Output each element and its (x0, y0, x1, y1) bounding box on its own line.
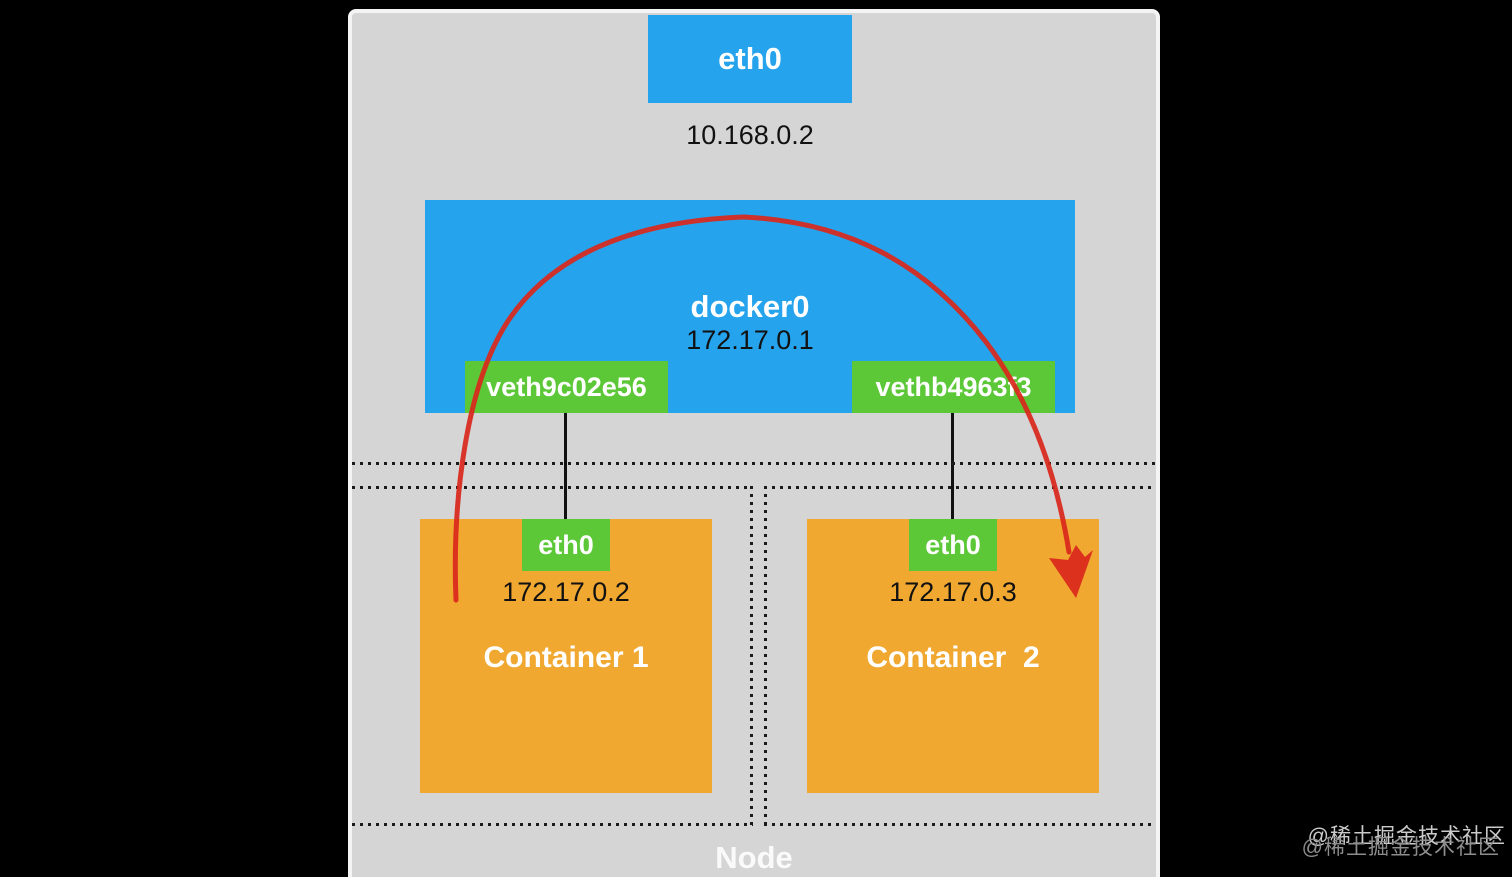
container1-namespace-right-border (750, 486, 753, 826)
container1-namespace-top-border (352, 486, 753, 489)
container-2-ip: 172.17.0.3 (889, 577, 1017, 607)
container1-namespace-bottom-border (352, 823, 753, 826)
container-1-eth0-box: eth0 (522, 519, 610, 571)
veth-connector-line-2 (951, 413, 954, 519)
watermark-text: @稀土掘金技术社区 (1301, 836, 1500, 859)
container2-namespace-top-border (764, 486, 1156, 489)
bridge-ip: 172.17.0.1 (686, 325, 814, 356)
container-1-ip: 172.17.0.2 (502, 577, 630, 607)
container2-namespace-bottom-border (764, 823, 1156, 826)
veth-connector-line-1 (564, 413, 567, 519)
container-2-box: eth0 172.17.0.3 Container 2 (807, 519, 1099, 793)
veth-left-box: veth9c02e56 (465, 361, 668, 413)
host-ip: 10.168.0.2 (686, 120, 814, 150)
container2-namespace-left-border (764, 486, 767, 826)
container-2-eth0-box: eth0 (909, 519, 997, 571)
container-1-box: eth0 172.17.0.2 Container 1 (420, 519, 712, 793)
bridge-name: docker0 (690, 289, 810, 324)
host-eth0-label: eth0 (718, 41, 782, 76)
veth-right-box: vethb4963f3 (852, 361, 1055, 413)
container-2-title: Container 2 (866, 641, 1040, 674)
container-1-title: Container 1 (483, 641, 649, 674)
node-label: Node (715, 840, 793, 875)
node-namespace-dotted-line (352, 462, 1156, 465)
host-eth0-box: eth0 (648, 15, 852, 103)
watermark-ghost-text: @稀土掘金技术社区 (1307, 825, 1506, 848)
